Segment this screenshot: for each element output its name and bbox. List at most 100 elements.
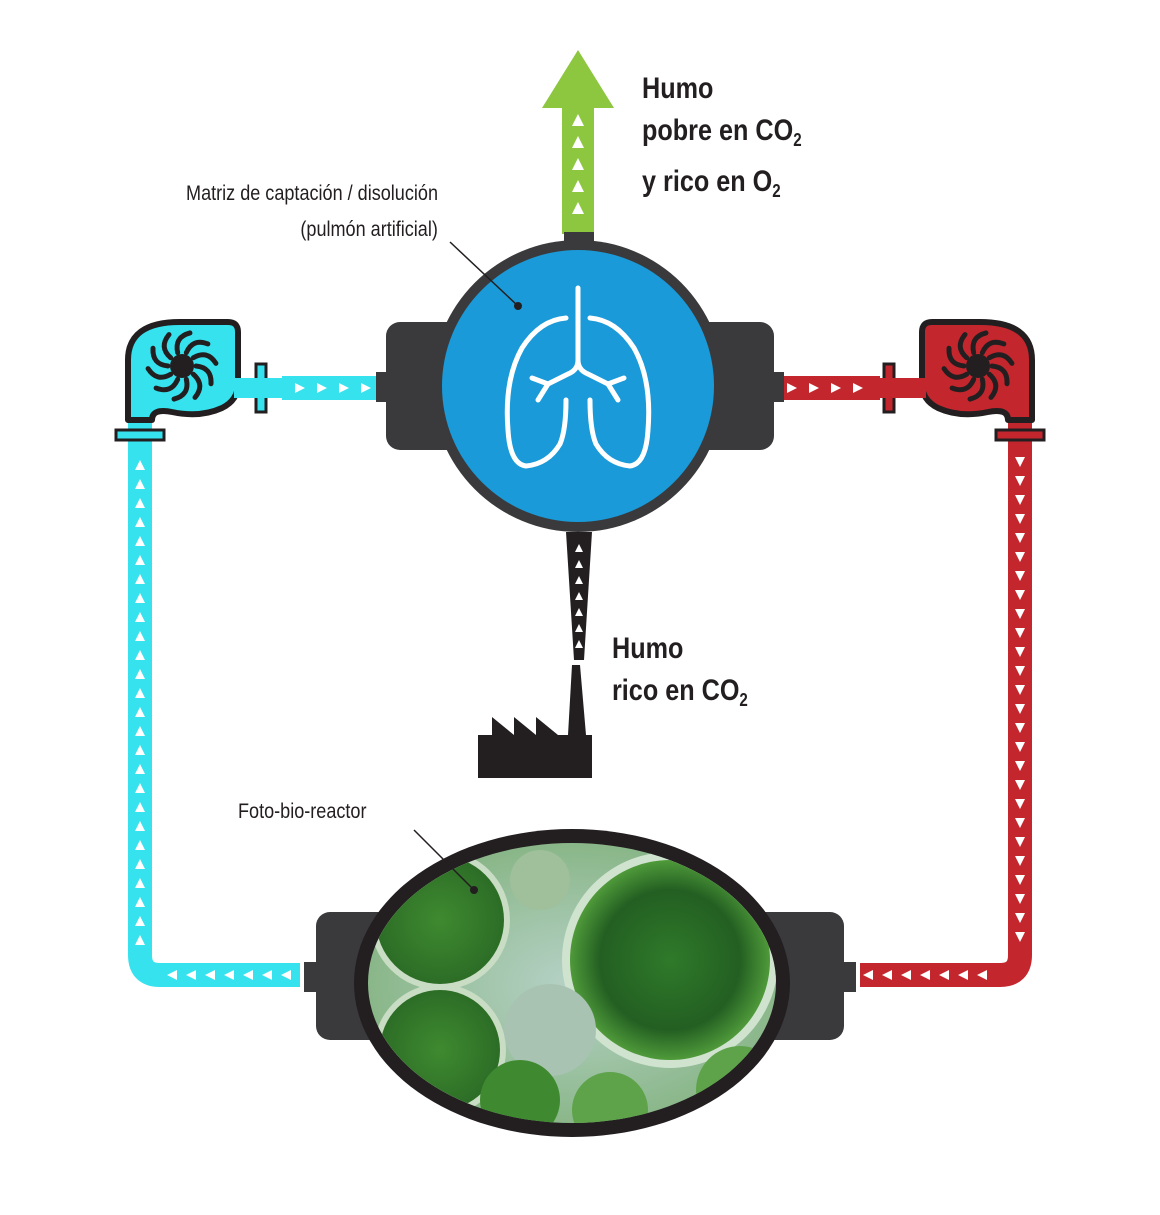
flow-arrow — [572, 180, 584, 192]
flow-arrow — [939, 970, 949, 980]
turbine-blade — [161, 332, 174, 361]
flow-arrow — [135, 536, 145, 546]
reactor-callout-line — [413, 829, 475, 891]
flow-arrow — [1015, 875, 1025, 885]
flow-arrow — [224, 970, 234, 980]
flow-arrow — [186, 970, 196, 980]
turbine-blade — [946, 345, 967, 369]
turbine-blade — [145, 366, 174, 380]
red-flow-arrows — [787, 383, 1025, 980]
flow-arrow — [575, 624, 583, 632]
turbine-blade — [153, 376, 181, 393]
flow-arrow — [135, 840, 145, 850]
input-smoke-label: Humo rico en CO2 — [612, 628, 748, 721]
flow-arrow — [1015, 837, 1025, 847]
flow-arrow — [1015, 780, 1025, 790]
flow-arrow — [882, 970, 892, 980]
flow-arrow — [135, 859, 145, 869]
flow-arrow — [1015, 571, 1025, 581]
flow-arrow — [135, 707, 145, 717]
flow-arrow — [135, 802, 145, 812]
flow-arrow — [281, 970, 291, 980]
flow-arrow — [135, 498, 145, 508]
flow-arrow — [1015, 894, 1025, 904]
output-smoke-line2: pobre en CO2 — [642, 114, 802, 150]
turbine-blade — [941, 366, 970, 380]
flow-arrow — [317, 383, 327, 393]
turbine-blade — [150, 345, 171, 369]
turbine-blade — [967, 376, 986, 402]
flow-arrow — [1015, 457, 1025, 467]
turbine-blade — [190, 371, 203, 400]
flow-arrow — [135, 821, 145, 831]
flow-arrow — [135, 688, 145, 698]
flow-arrow — [1015, 742, 1025, 752]
input-smoke-line2: rico en CO2 — [612, 674, 748, 710]
flow-arrow — [205, 970, 215, 980]
flow-arrow — [1015, 666, 1025, 676]
flow-arrow — [1015, 647, 1025, 657]
flow-arrow — [831, 383, 841, 393]
flow-arrow — [575, 576, 583, 584]
flow-arrow — [1015, 704, 1025, 714]
flow-arrow — [135, 612, 145, 622]
flow-arrow — [809, 383, 819, 393]
output-smoke-line1: Humo — [642, 72, 714, 105]
factory-icon — [478, 665, 592, 778]
flow-arrow — [339, 383, 349, 393]
flow-arrow — [1015, 533, 1025, 543]
flow-arrow — [135, 460, 145, 470]
flow-arrow — [135, 669, 145, 679]
flow-arrow — [135, 574, 145, 584]
photo-bio-reactor — [304, 829, 856, 1137]
flow-arrow — [262, 970, 272, 980]
flow-arrow — [863, 970, 873, 980]
flow-arrow — [853, 383, 863, 393]
flow-arrow — [1015, 476, 1025, 486]
flow-arrow — [977, 970, 987, 980]
flow-arrow — [572, 158, 584, 170]
flow-arrow — [1015, 609, 1025, 619]
output-smoke-line3: y rico en O2 — [642, 165, 781, 201]
flow-arrow — [135, 764, 145, 774]
turbine-blade — [190, 352, 219, 366]
turbine-blade — [957, 332, 970, 361]
flow-arrow — [135, 897, 145, 907]
lungs-icon — [504, 285, 652, 469]
flow-arrow — [135, 726, 145, 736]
output-smoke-label: Humo pobre en CO2 y rico en O2 — [642, 68, 802, 212]
turbine-pump-icon — [145, 330, 219, 402]
flow-arrow — [1015, 932, 1025, 942]
cyan-return-pipe — [114, 319, 380, 987]
turbine-blade — [970, 330, 989, 356]
flow-arrow — [135, 631, 145, 641]
green-flow-arrows — [572, 114, 584, 214]
flow-arrow — [1015, 495, 1025, 505]
flow-arrow — [135, 935, 145, 945]
flow-arrow — [1015, 514, 1025, 524]
lung-callout-line — [449, 241, 519, 307]
flow-arrow — [135, 479, 145, 489]
turbine-blade — [986, 352, 1015, 366]
flow-arrow — [1015, 628, 1025, 638]
red-flange-vertical — [994, 428, 1046, 442]
flow-arrow — [575, 544, 583, 552]
flow-arrow — [135, 517, 145, 527]
turbine-blade — [193, 363, 214, 387]
turbine-blade — [979, 339, 1007, 356]
flow-arrow — [575, 640, 583, 648]
flow-arrow — [787, 383, 797, 393]
flow-arrow — [572, 202, 584, 214]
turbine-pump-icon — [941, 330, 1015, 402]
flow-arrow — [575, 560, 583, 568]
cyan-flow-arrows — [135, 383, 371, 980]
cyan-flange-vertical — [114, 428, 166, 442]
flow-arrow — [135, 650, 145, 660]
turbine-hub — [966, 354, 990, 378]
turbine-hub — [170, 354, 194, 378]
flow-arrow — [1015, 590, 1025, 600]
flow-arrow — [1015, 723, 1025, 733]
flow-arrow — [167, 970, 177, 980]
